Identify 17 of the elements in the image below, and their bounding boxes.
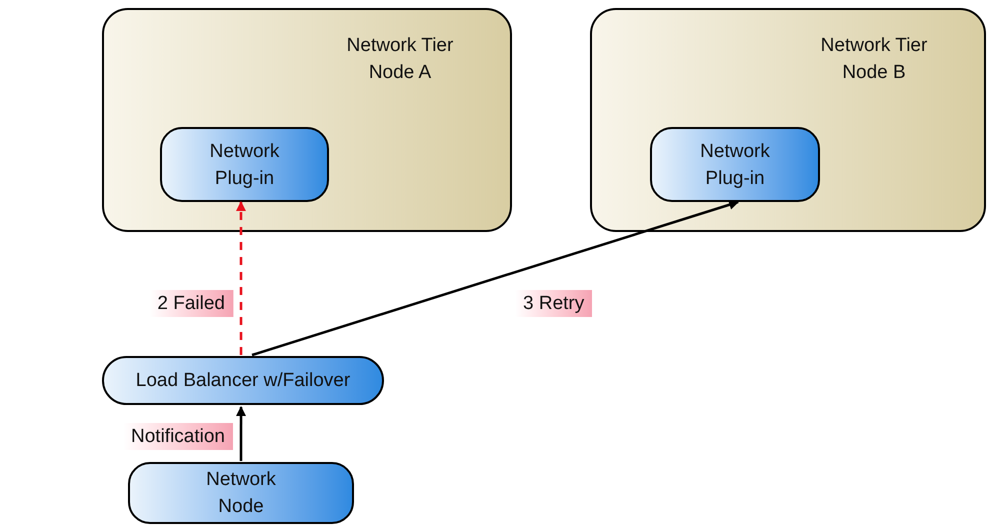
arrow	[252, 200, 740, 356]
node-label: Network Tier Node B	[820, 34, 928, 85]
arrow	[236, 406, 246, 461]
plugin-box	[160, 127, 329, 202]
plugin-box	[650, 127, 820, 202]
edge-label: 2 Failed	[149, 290, 233, 317]
node-label: Network Plug-in	[699, 140, 771, 190]
node-label: Load Balancer w/Failover	[136, 369, 350, 393]
arrow	[236, 201, 246, 355]
tier-node-box	[590, 8, 986, 232]
node-label: Network Plug-in	[208, 140, 280, 190]
load-balancer-box	[102, 356, 384, 405]
tier-node-box	[102, 8, 512, 232]
edge-label: 3 Retry	[515, 290, 592, 317]
plugin-box	[128, 462, 354, 524]
node-label: Network Node	[205, 468, 277, 519]
node-label: Network Tier Node A	[346, 34, 454, 85]
